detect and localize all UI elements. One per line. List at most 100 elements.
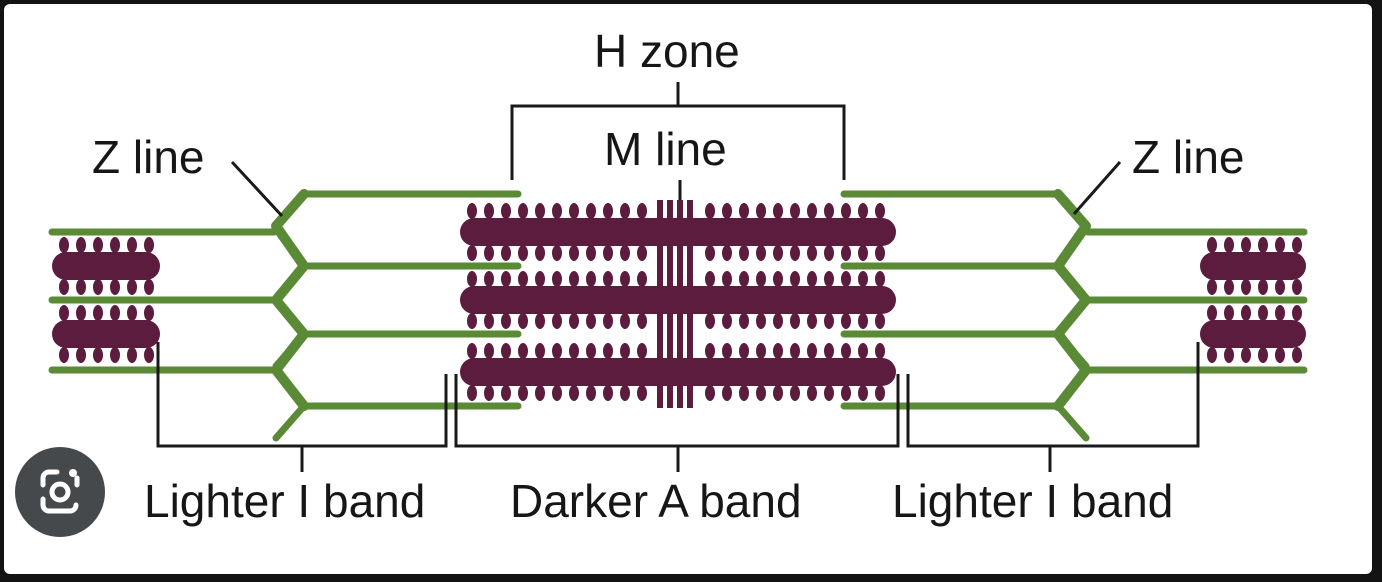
- myosin-head: [93, 305, 103, 321]
- myosin-head: [144, 305, 154, 321]
- myosin-head: [807, 271, 817, 287]
- myosin-head: [824, 385, 834, 401]
- a-band-label: Darker A band: [510, 475, 802, 527]
- h-zone-label: H zone: [594, 25, 740, 77]
- myosin-head: [773, 271, 783, 287]
- myosin-head: [1292, 305, 1302, 321]
- i-band-label-left: Lighter I band: [144, 475, 426, 527]
- myosin-head: [722, 271, 732, 287]
- myosin-head: [739, 343, 749, 359]
- myosin-head: [620, 245, 630, 261]
- myosin-head: [1224, 279, 1234, 295]
- myosin-head: [790, 343, 800, 359]
- myosin-head: [127, 279, 137, 295]
- myosin-head: [790, 203, 800, 219]
- myosin-head: [535, 271, 545, 287]
- myosin-head: [93, 279, 103, 295]
- myosin-head: [518, 245, 528, 261]
- myosin-head: [535, 385, 545, 401]
- thick-filament-edge-left: [52, 252, 160, 280]
- myosin-head: [858, 385, 868, 401]
- myosin-head: [59, 305, 69, 321]
- myosin-head: [1207, 347, 1217, 363]
- myosin-head: [59, 237, 69, 253]
- myosin-head: [603, 271, 613, 287]
- z-line-left-pointer: [230, 160, 284, 218]
- myosin-head: [484, 313, 494, 329]
- myosin-head: [1241, 279, 1251, 295]
- myosin-head: [875, 245, 885, 261]
- myosin-head: [1275, 347, 1285, 363]
- myosin-head: [637, 245, 647, 261]
- myosin-head: [1224, 305, 1234, 321]
- myosin-head: [1207, 279, 1217, 295]
- myosin-head: [773, 245, 783, 261]
- myosin-head: [824, 203, 834, 219]
- myosin-head: [824, 271, 834, 287]
- myosin-head: [705, 385, 715, 401]
- myosin-head: [144, 237, 154, 253]
- myosin-head: [756, 271, 766, 287]
- m-line-bar: [657, 200, 663, 408]
- myosin-head: [841, 313, 851, 329]
- myosin-head: [756, 385, 766, 401]
- myosin-head: [824, 245, 834, 261]
- myosin-head: [518, 313, 528, 329]
- myosin-head: [76, 279, 86, 295]
- myosin-head: [858, 313, 868, 329]
- myosin-head: [501, 385, 511, 401]
- myosin-head: [824, 343, 834, 359]
- myosin-head: [569, 271, 579, 287]
- myosin-head: [620, 203, 630, 219]
- myosin-head: [773, 203, 783, 219]
- myosin-head: [705, 271, 715, 287]
- myosin-head: [841, 245, 851, 261]
- thick-filaments: [52, 203, 1306, 401]
- myosin-head: [127, 347, 137, 363]
- myosin-head: [841, 343, 851, 359]
- myosin-head: [858, 203, 868, 219]
- m-line-label: M line: [604, 123, 727, 175]
- thin-filaments: [48, 189, 1308, 442]
- thick-filament-edge-left: [52, 320, 160, 348]
- myosin-head: [467, 313, 477, 329]
- myosin-head: [484, 245, 494, 261]
- myosin-head: [858, 245, 868, 261]
- myosin-head: [756, 245, 766, 261]
- sarcomere-diagram: [48, 82, 1308, 472]
- myosin-head: [535, 343, 545, 359]
- myosin-head: [518, 343, 528, 359]
- myosin-head: [110, 347, 120, 363]
- myosin-head: [93, 347, 103, 363]
- myosin-head: [59, 279, 69, 295]
- myosin-head: [1241, 237, 1251, 253]
- region-brackets: [156, 82, 1200, 472]
- myosin-head: [552, 313, 562, 329]
- myosin-head: [586, 385, 596, 401]
- myosin-head: [467, 343, 477, 359]
- myosin-head: [773, 343, 783, 359]
- myosin-head: [1258, 279, 1268, 295]
- myosin-head: [790, 271, 800, 287]
- myosin-head: [722, 313, 732, 329]
- myosin-head: [1241, 305, 1251, 321]
- myosin-head: [552, 245, 562, 261]
- myosin-head: [110, 279, 120, 295]
- myosin-head: [875, 313, 885, 329]
- myosin-head: [1292, 279, 1302, 295]
- myosin-head: [569, 313, 579, 329]
- z-line-right-pointer: [1072, 161, 1122, 215]
- myosin-head: [1292, 347, 1302, 363]
- myosin-head: [858, 343, 868, 359]
- myosin-head: [59, 347, 69, 363]
- myosin-head: [790, 313, 800, 329]
- myosin-head: [875, 203, 885, 219]
- z-line-left: [271, 189, 309, 411]
- myosin-head: [841, 385, 851, 401]
- myosin-head: [586, 245, 596, 261]
- myosin-head: [705, 313, 715, 329]
- myosin-head: [110, 237, 120, 253]
- i-band-left-bracket: [156, 342, 448, 448]
- myosin-head: [552, 343, 562, 359]
- visual-search-button[interactable]: [15, 447, 105, 537]
